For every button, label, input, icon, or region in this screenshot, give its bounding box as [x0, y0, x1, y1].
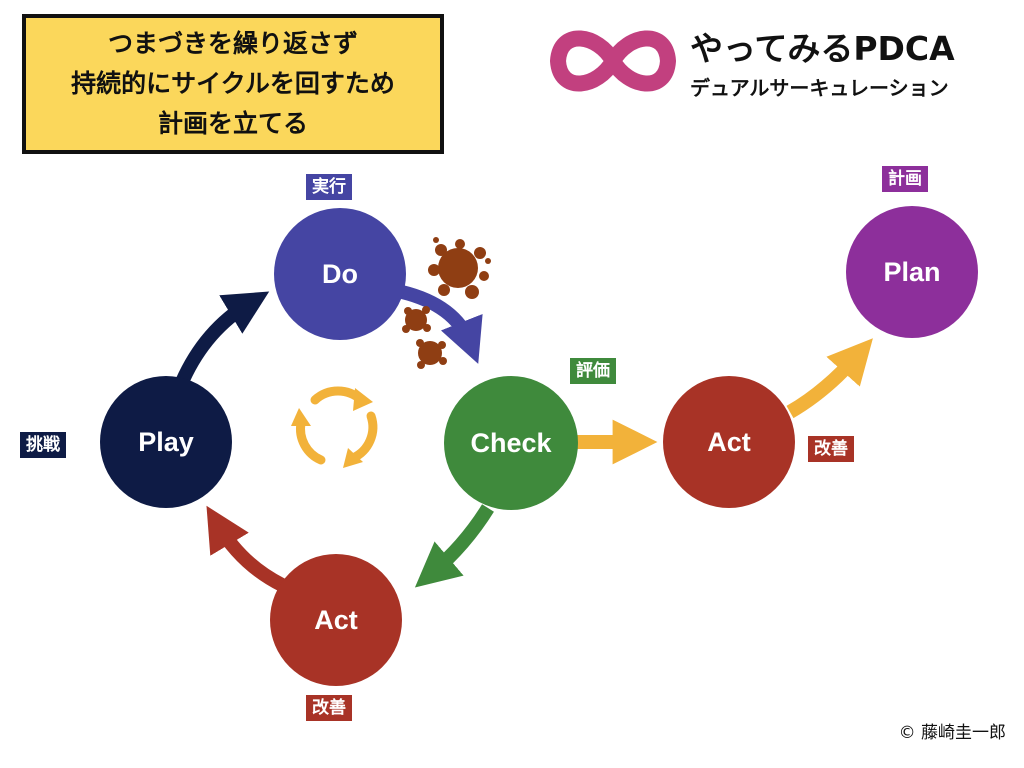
arrow-act-bottom-to-play — [206, 505, 286, 592]
check-tag: 評価 — [570, 358, 616, 384]
check-node: Check — [444, 376, 578, 510]
arrow-play-to-do — [175, 291, 270, 385]
arrow-act-to-plan — [786, 338, 873, 419]
plan-node: Plan — [846, 206, 978, 338]
arrow-check-to-act-bottom — [414, 504, 494, 588]
act-bottom-tag: 改善 — [306, 695, 352, 721]
brand-subtitle: デュアルサーキュレーション — [690, 76, 949, 100]
plan-tag: 計画 — [882, 166, 928, 192]
brand-title: やってみるPDCA — [690, 29, 955, 68]
credit-text: © 藤崎圭一郎 — [898, 723, 1006, 743]
refresh-cycle-icon — [291, 386, 378, 468]
play-label: Play — [138, 426, 194, 457]
title-line-3: 計画を立てる — [157, 109, 308, 138]
plan-label: Plan — [883, 256, 941, 287]
do-node: Do — [274, 208, 406, 340]
do-label: Do — [322, 258, 358, 289]
title-box: つまづきを繰り返さず 持続的にサイクルを回すため 計画を立てる — [22, 14, 444, 154]
infinity-icon — [550, 30, 676, 92]
play-tag: 挑戦 — [20, 432, 66, 458]
check-label: Check — [470, 427, 552, 458]
arrow-do-to-check — [400, 285, 483, 364]
act-main-label: Act — [707, 426, 751, 457]
act-bottom-label: Act — [314, 604, 358, 635]
act-bottom-node: Act — [270, 554, 402, 686]
title-line-1: つまづきを繰り返さず — [107, 29, 358, 58]
act-main-node: Act — [663, 376, 795, 508]
do-tag: 実行 — [306, 174, 352, 200]
title-line-2: 持続的にサイクルを回すため — [71, 69, 395, 98]
splat-icon — [402, 237, 491, 369]
play-node: Play — [100, 376, 232, 508]
act-main-tag: 改善 — [808, 436, 854, 462]
